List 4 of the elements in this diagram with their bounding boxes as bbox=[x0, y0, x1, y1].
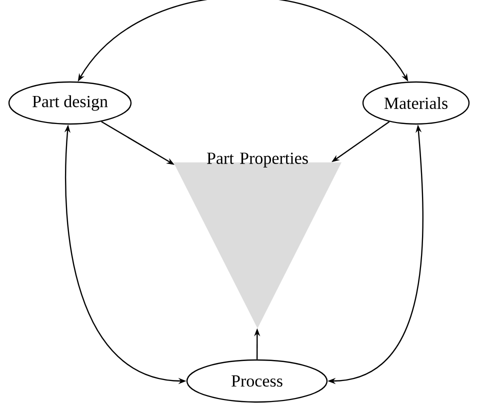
ellipse-node: Process bbox=[186, 359, 328, 403]
ellipse-node: Part design bbox=[8, 81, 132, 125]
ellipse-node: Materials bbox=[362, 81, 470, 125]
triangle-node: Part Properties bbox=[174, 152, 342, 328]
